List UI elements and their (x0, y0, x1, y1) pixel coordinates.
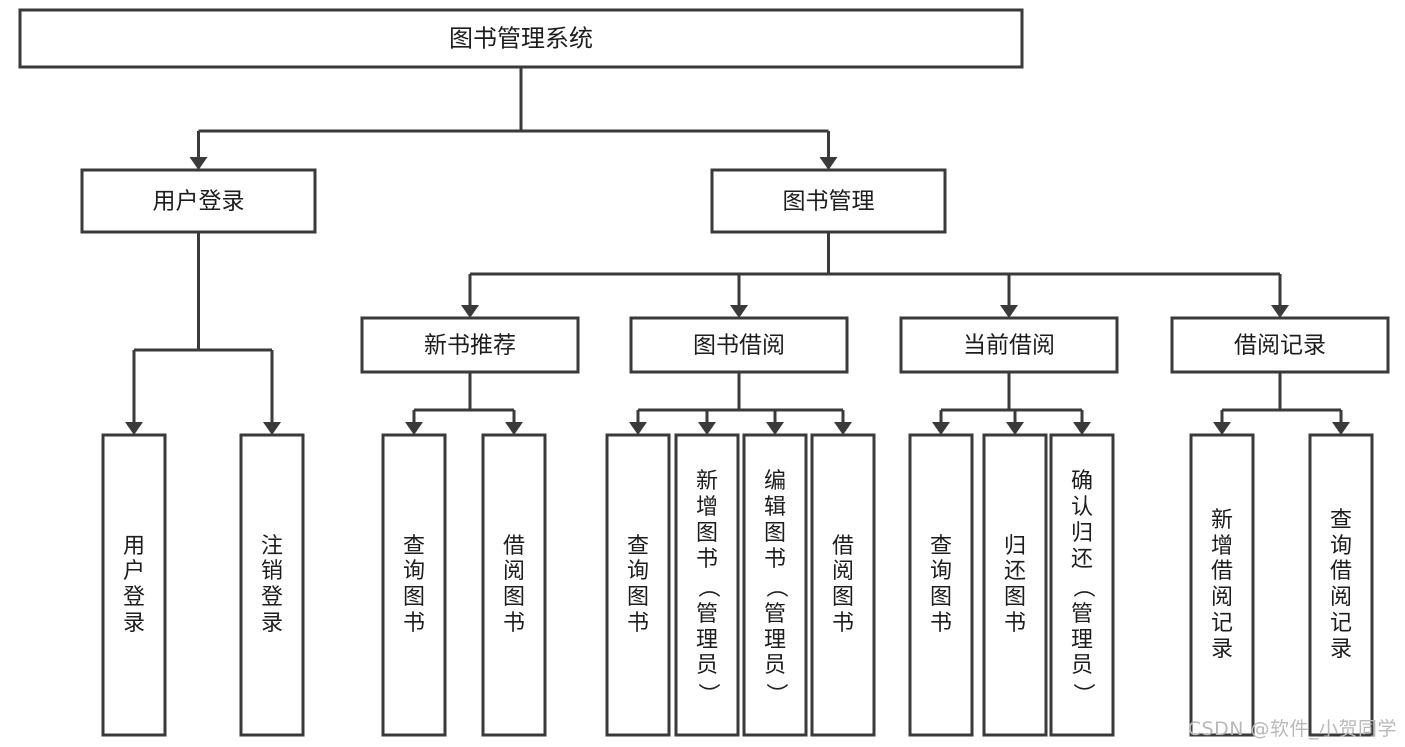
node-box-leaf-logout (239, 433, 305, 737)
node-leaf-add-record[interactable] (1189, 433, 1255, 737)
node-leaf-return-book[interactable] (982, 433, 1048, 737)
node-borrow-record[interactable]: 借阅记录 (1170, 316, 1390, 374)
connector-user-login-to-leaf-1-head (263, 422, 281, 435)
node-box-leaf-query-book-cur (908, 433, 974, 737)
node-leaf-logout[interactable] (239, 433, 305, 737)
connector-l2-to-l3-0-head (461, 305, 479, 318)
node-box-leaf-add-record (1189, 433, 1255, 737)
node-box-leaf-borrow-book-rec (481, 433, 547, 737)
node-label-book-manage: 图书管理 (783, 189, 875, 215)
node-leaf-borrow-book-rec[interactable] (481, 433, 547, 737)
node-label-borrow-record: 借阅记录 (1234, 333, 1326, 359)
node-label-root: 图书管理系统 (449, 25, 593, 53)
node-box-leaf-confirm-return (1049, 433, 1115, 737)
node-box-root (18, 8, 1024, 69)
connector-new-book-rec-to-leaf-1-head (505, 422, 523, 435)
node-leaf-confirm-return[interactable] (1049, 433, 1115, 737)
connector-l2-to-l3-1-head (730, 305, 748, 318)
node-box-new-book-rec (360, 316, 580, 374)
node-box-leaf-borrow-book (810, 433, 876, 737)
node-user-login[interactable]: 用户登录 (80, 168, 317, 234)
node-label-book-borrow: 图书借阅 (693, 333, 785, 359)
connector-book-borrow-to-leaf-2-head (766, 422, 784, 435)
node-box-book-manage (710, 168, 947, 234)
node-leaf-user-login[interactable] (101, 433, 167, 737)
connector-book-borrow-to-leaf-3-head (834, 422, 852, 435)
node-box-leaf-return-book (982, 433, 1048, 737)
node-book-borrow[interactable]: 图书借阅 (629, 316, 849, 374)
connector-book-borrow-to-leaf-0-head (629, 422, 647, 435)
node-label-user-login: 用户登录 (153, 189, 245, 215)
connector-book-borrow-to-leaf-1-head (698, 422, 716, 435)
node-root[interactable]: 图书管理系统 (18, 8, 1024, 69)
connector-l2-to-l3-3-head (1271, 305, 1289, 318)
connector-current-borrow-to-leaf-2-head (1073, 422, 1091, 435)
node-new-book-rec[interactable]: 新书推荐 (360, 316, 580, 374)
connector-l2-to-l3-2-head (1000, 305, 1018, 318)
connector-borrow-record-to-leaf-0-head (1213, 422, 1231, 435)
node-leaf-edit-book[interactable] (742, 433, 808, 737)
node-box-user-login (80, 168, 317, 234)
node-current-borrow[interactable]: 当前借阅 (899, 316, 1119, 374)
node-box-leaf-query-book-borrow (605, 433, 671, 737)
node-box-leaf-edit-book (742, 433, 808, 737)
node-box-leaf-user-login (101, 433, 167, 737)
node-leaf-query-book-borrow[interactable] (605, 433, 671, 737)
node-book-manage[interactable]: 图书管理 (710, 168, 947, 234)
node-leaf-query-book-cur[interactable] (908, 433, 974, 737)
connector-layer (125, 67, 1350, 435)
node-box-leaf-add-book (674, 433, 740, 737)
node-box-leaf-query-book-rec (381, 433, 447, 737)
node-box-borrow-record (1170, 316, 1390, 374)
connector-current-borrow-to-leaf-0-head (932, 422, 950, 435)
node-leaf-borrow-book[interactable] (810, 433, 876, 737)
node-leaf-query-book-rec[interactable] (381, 433, 447, 737)
node-leaf-add-book[interactable] (674, 433, 740, 737)
node-label-new-book-rec: 新书推荐 (424, 333, 516, 359)
watermark-text: CSDN @软件_小贺同学 (1187, 718, 1397, 740)
node-leaf-query-record[interactable] (1308, 433, 1374, 737)
connector-root-to-l2-1-head (819, 157, 838, 170)
node-box-current-borrow (899, 316, 1119, 374)
node-box-leaf-query-record (1308, 433, 1374, 737)
connector-borrow-record-to-leaf-1-head (1332, 422, 1350, 435)
connector-root-to-l2-0-head (189, 157, 208, 170)
node-box-book-borrow (629, 316, 849, 374)
connector-user-login-to-leaf-0-head (125, 422, 143, 435)
connector-current-borrow-to-leaf-1-head (1006, 422, 1024, 435)
connector-new-book-rec-to-leaf-0-head (405, 422, 423, 435)
node-label-current-borrow: 当前借阅 (963, 333, 1055, 359)
